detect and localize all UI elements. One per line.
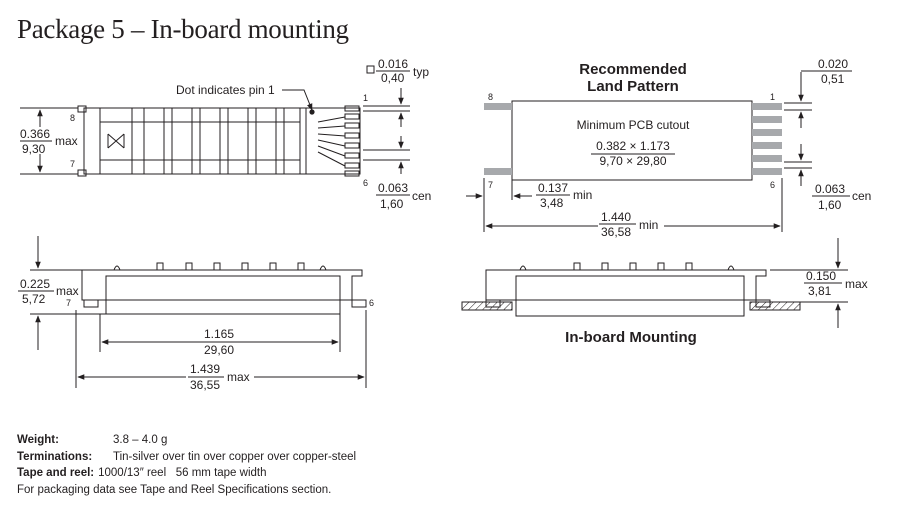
pin-label-1: 1 [363, 93, 368, 103]
side-height-mm: 5,72 [22, 292, 46, 306]
pad-width-inch: 0.020 [818, 57, 848, 71]
side-pins-top [156, 262, 305, 270]
left-end-frame [84, 107, 101, 175]
side-pin-label-6: 6 [369, 298, 374, 308]
top-view-body-outline [83, 107, 361, 175]
winding-block [131, 107, 301, 175]
pitch-mm: 1,60 [380, 197, 404, 211]
cutout-label: Minimum PCB cutout [577, 118, 690, 132]
left-end-core [100, 121, 132, 161]
pad-width-mm: 0,51 [821, 72, 845, 86]
pin1-leader [282, 89, 313, 111]
spec-value: Tin-silver over tin over copper over cop… [113, 450, 357, 463]
gap-inch: 0.137 [538, 181, 568, 195]
pad-pitch-inch: 0.063 [815, 182, 845, 196]
side-body-inch: 1.165 [204, 327, 234, 341]
spec-weight: Weight: 3.8 – 4.0 g [17, 432, 356, 449]
land-pad [484, 103, 512, 110]
side-pin-6 [351, 299, 367, 308]
land-pad [752, 103, 782, 110]
inboard-height-inch: 0.150 [806, 269, 836, 283]
pcb-left [461, 301, 513, 311]
side-height-suffix: max [56, 284, 79, 298]
lead-width-suffix: typ [413, 65, 429, 79]
inboard-height-suffix: max [845, 277, 868, 291]
side-body [105, 275, 341, 315]
side-top-plate [81, 269, 363, 301]
length-mm: 36,58 [601, 225, 631, 239]
pin-label-6: 6 [363, 178, 368, 188]
pin1-dot [309, 109, 315, 115]
land-pin-8: 8 [488, 92, 493, 102]
land-pad [484, 168, 512, 175]
gap-mm: 3,48 [540, 196, 564, 210]
spec-key: Tape and reel: [17, 467, 95, 479]
pin1-note: Dot indicates pin 1 [176, 83, 275, 97]
drawing-canvas: 8 7 1 6 Dot indicates pin 1 0.366 9,30 m… [18, 57, 871, 392]
specifications: Weight: 3.8 – 4.0 g Terminations: Tin-silv… [17, 432, 356, 498]
pitch-inch: 0.063 [378, 181, 408, 195]
pcb-cutout-outline [511, 100, 753, 181]
cutout-inch: 0.382 × 1.173 [596, 139, 670, 153]
side-pin-7 [83, 299, 99, 308]
pin-label-8: 8 [70, 113, 75, 123]
height-dim-suffix: max [55, 134, 78, 148]
pitch-suffix: cen [412, 189, 431, 203]
side-pin-label-7: 7 [66, 298, 71, 308]
inboard-pins-top [573, 262, 693, 270]
gap-suffix: min [573, 188, 592, 202]
inboard-caption: In-board Mounting [565, 329, 697, 346]
length-inch: 1.440 [601, 210, 631, 224]
side-height-inch: 0.225 [20, 277, 50, 291]
side-overall-inch: 1.439 [190, 362, 220, 376]
inboard-view: In-board Mounting 0.150 3,81 max [461, 238, 868, 346]
spec-key: Terminations: [17, 450, 93, 463]
pin-stub [344, 105, 360, 112]
cutout-mm: 9,70 × 29,80 [599, 154, 666, 168]
spec-terminations: Terminations: Tin-silver over tin over co… [17, 449, 356, 466]
spec-key: Weight: [17, 434, 59, 446]
side-body-mm: 29,60 [204, 343, 234, 357]
side-overall-mm: 36,55 [190, 378, 220, 392]
lead-traces [317, 116, 346, 167]
page-title: Package 5 – In-board mounting [17, 14, 349, 44]
lead-width-mm: 0,40 [381, 71, 405, 85]
lead-width-inch: 0.016 [378, 57, 408, 71]
pin-label-7: 7 [70, 159, 75, 169]
land-pattern: Recommended Land Pattern Minimum PCB cut… [466, 57, 871, 239]
land-pin-7: 7 [488, 180, 493, 190]
side-overall-suffix: max [227, 370, 250, 384]
length-suffix: min [639, 218, 658, 232]
top-view: 8 7 1 6 Dot indicates pin 1 0.366 9,30 m… [20, 57, 431, 211]
spec-tape-reel: Tape and reel:1000/13″ reel 56 mm tape w… [17, 465, 356, 482]
inboard-height-mm: 3,81 [808, 284, 832, 298]
pad-pitch-suffix: cen [852, 189, 871, 203]
pcb-right [749, 301, 801, 311]
spec-note: For packaging data see Tape and Reel Spe… [17, 483, 332, 496]
inboard-top-plate [485, 269, 767, 301]
pad-pitch-mm: 1,60 [818, 198, 842, 212]
height-dim-inch: 0.366 [20, 127, 50, 141]
land-pin-6: 6 [770, 180, 775, 190]
land-pin-1: 1 [770, 92, 775, 102]
land-pattern-title-1: Recommended [579, 61, 687, 78]
spec-value: 1000/13″ reel 56 mm tape width [98, 467, 267, 479]
height-dim-mm: 9,30 [22, 142, 46, 156]
side-view: 7 6 0.225 5,72 max 1.165 29,60 1.439 36,… [18, 236, 374, 392]
spec-value: 3.8 – 4.0 g [113, 434, 168, 446]
pin-stub [77, 105, 87, 113]
land-pattern-title-2: Land Pattern [587, 78, 679, 95]
inboard-body [515, 275, 745, 317]
